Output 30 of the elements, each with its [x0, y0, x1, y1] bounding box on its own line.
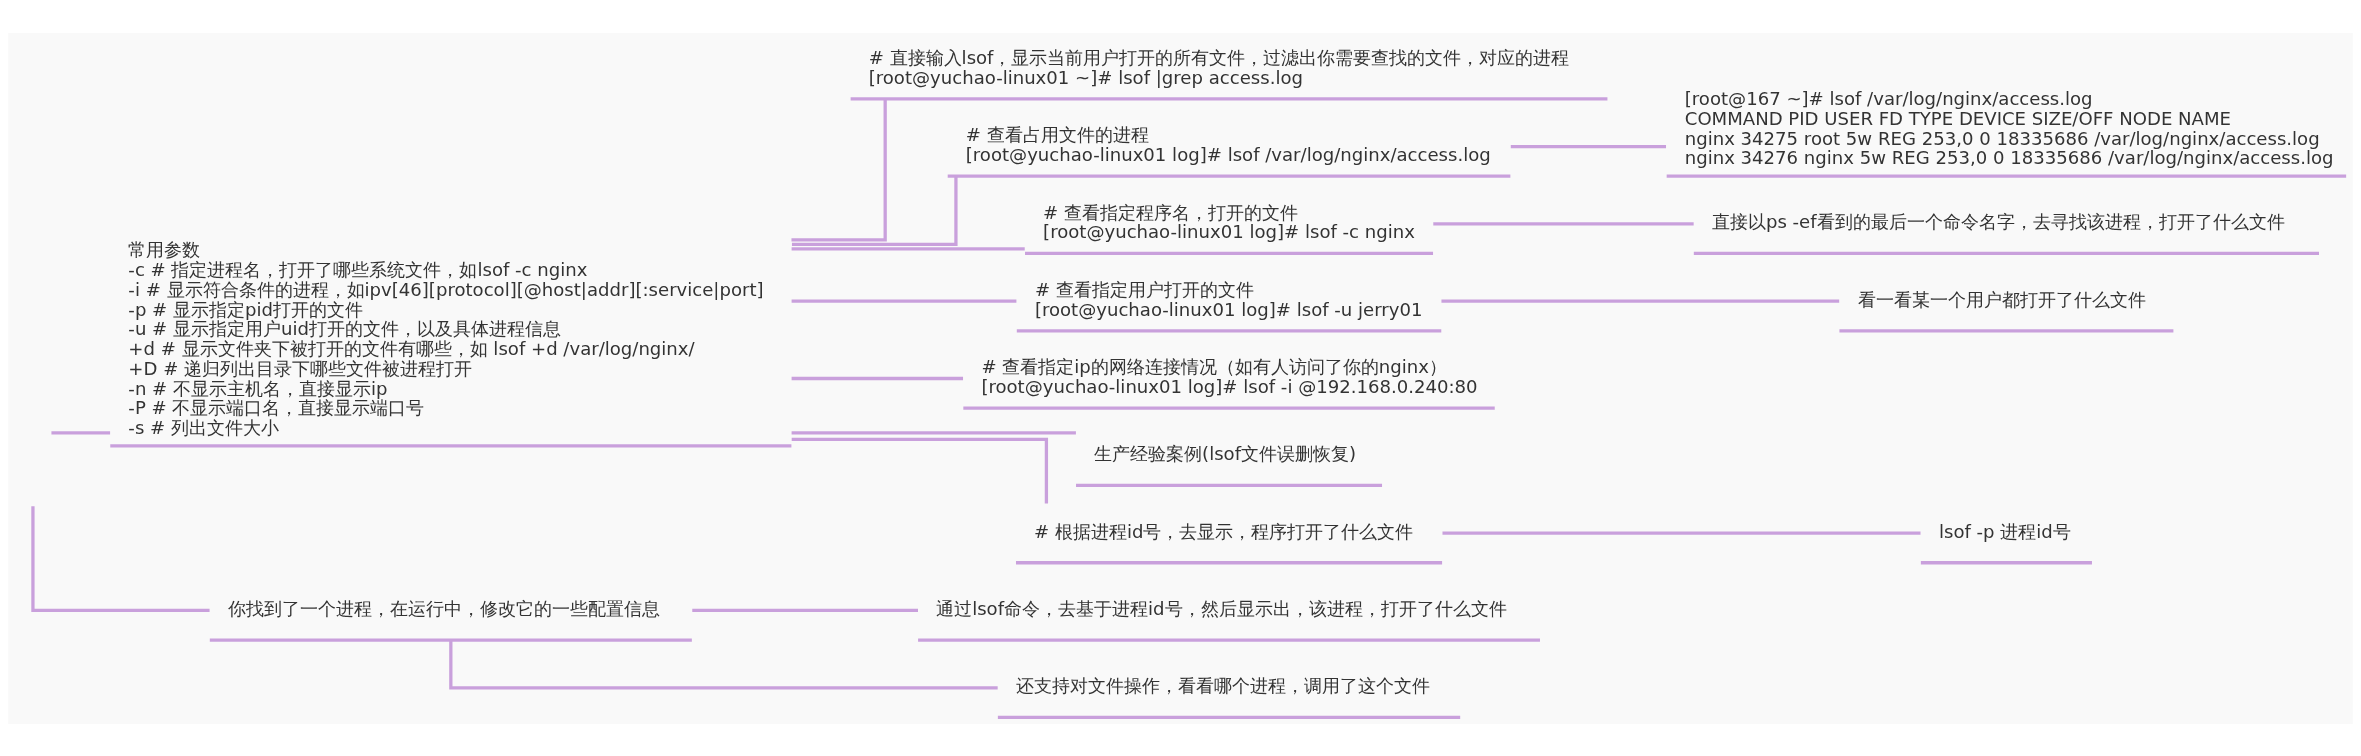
- connector: [791, 246, 1025, 251]
- node-text: 你找到了一个进程，在运行中，修改它的一些配置信息: [227, 597, 660, 619]
- node-text: # 查看占用文件的进程 [root@yuchao-linux01 log]# lsof /var/log/nginx/access.log: [965, 123, 1491, 165]
- node-text: [root@167 ~]# lsof /var/log/nginx/access.log COMMAND PID USER FD TYPE DEVICE SIZE/OFF NODE NAME nginx 34275 root 5w REG 253,0 0 18335686 /var/log/nginx/access.log nginx 34276 nginx 5w REG 253,0 0 18335686 /var/log/nginx/access.log: [1684, 87, 2334, 168]
- node-text: 生产经验案例(lsof文件误删恢复): [1094, 442, 1357, 464]
- node-text: 还支持对文件操作，看看哪个进程，调用了这个文件: [1015, 674, 1430, 696]
- node-text: # 直接输入lsof，显示当前用户打开的所有文件，过滤出你需要查找的文件，对应的进程 [root@yuchao-linux01 ~]# lsof |grep access.log: [868, 46, 1570, 88]
- connector: [1510, 144, 1667, 148]
- node-text: # 查看指定程序名，打开的文件 [root@yuchao-linux01 log]# lsof -c nginx: [1043, 201, 1415, 242]
- connector: [51, 430, 111, 434]
- node-text: 直接以ps -ef看到的最后一个命令名字，去寻找该进程，打开了什么文件: [1711, 210, 2285, 232]
- node-text: # 查看指定用户打开的文件 [root@yuchao-linux01 log]# lsof -u jerry01: [1034, 278, 1423, 320]
- node-text: 常用参数 -c # 指定进程名，打开了哪些系统文件，如lsof -c nginx -i # 显示符合条件的进程，如ipv[46][protocol][@host|addr][:service|port] -p # 显示指定pid打开的文件 -u # 显示指定用户uid打开的文件，以及具体进程信息 +d # 显示文件夹下被打开的文件有哪些，如 lsof +d /var/log/nginx/ +D # 递归列出目录下哪些文件被进程打开 -n # 不显示主机名，直接显示ip -P # 不显示端口名，直接显示端口号 -s # 列出文件大小: [128, 238, 764, 438]
- connector: [1433, 221, 1694, 225]
- node-text: 通过lsof命令，去基于进程id号，然后显示出，该进程，打开了什么文件: [936, 597, 1507, 619]
- connector: [791, 430, 1076, 434]
- connector: [791, 376, 964, 380]
- connector: [1441, 299, 1840, 303]
- node-text: # 根据进程id号，去显示，程序打开了什么文件: [1034, 520, 1414, 542]
- node-text: lsof -p 进程id号: [1938, 520, 2071, 542]
- node-text: # 查看指定ip的网络连接情况（如有人访问了你的nginx） [root@yuchao-linux01 log]# lsof -i @192.168.0.240:80: [981, 355, 1478, 397]
- node-text: 看一看某一个用户都打开了什么文件: [1857, 288, 2146, 310]
- connector: [449, 639, 998, 689]
- connector: [791, 98, 887, 242]
- connector: [692, 608, 918, 612]
- connector: [791, 437, 1049, 503]
- connector: [791, 175, 958, 246]
- connector: [791, 299, 1017, 303]
- connector: [1442, 531, 1921, 535]
- connector: [31, 505, 210, 612]
